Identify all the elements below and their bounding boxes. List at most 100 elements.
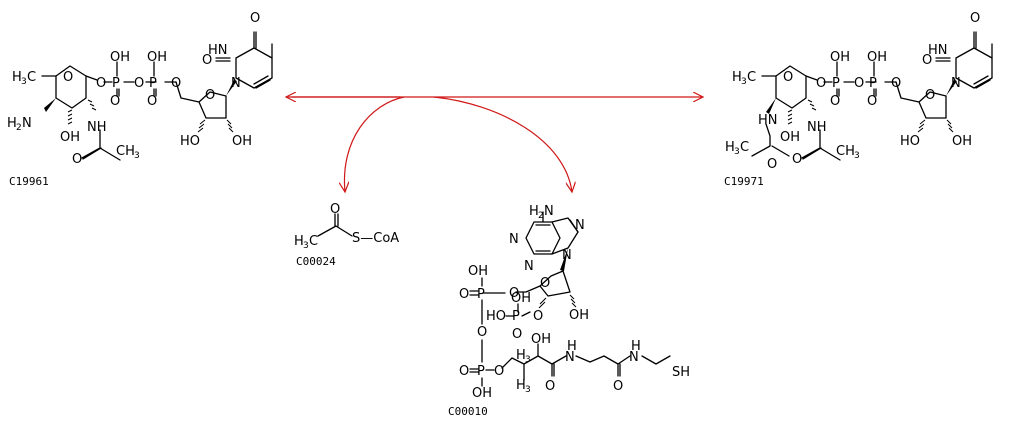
svg-text:NH: NH: [807, 120, 827, 135]
svg-text:P: P: [149, 76, 157, 91]
svg-text:O: O: [63, 70, 73, 85]
svg-text:HO: HO: [180, 134, 200, 149]
compound-c00024: [317, 213, 353, 237]
svg-text:2: 2: [538, 211, 544, 221]
svg-text:HO: HO: [486, 309, 506, 324]
svg-text:3: 3: [303, 241, 309, 251]
compound-c00010: [469, 211, 671, 387]
svg-text:P: P: [869, 76, 877, 91]
svg-text:O: O: [767, 157, 777, 172]
svg-text:O: O: [512, 327, 522, 342]
svg-text:C: C: [740, 140, 749, 155]
svg-text:O: O: [867, 94, 877, 109]
svg-text:O: O: [854, 76, 864, 91]
svg-text:O: O: [533, 309, 543, 324]
svg-text:N: N: [575, 218, 585, 233]
svg-text:3: 3: [525, 355, 531, 365]
svg-text:SH: SH: [672, 365, 690, 380]
svg-text:OH: OH: [60, 130, 80, 145]
svg-text:O: O: [613, 379, 623, 394]
svg-text:H: H: [12, 70, 22, 85]
svg-text:O: O: [922, 53, 932, 68]
compound-label: C19961: [9, 175, 49, 188]
atoms-c00010: H 2 N N N N N O OH O O P HO OH O OH O P …: [459, 204, 690, 401]
svg-text:HN: HN: [208, 43, 228, 58]
svg-text:HO: HO: [900, 134, 920, 149]
svg-text:C: C: [309, 234, 318, 249]
svg-text:OH: OH: [830, 50, 850, 65]
svg-text:P: P: [477, 364, 485, 379]
svg-text:O: O: [477, 325, 487, 340]
svg-text:O: O: [459, 287, 469, 302]
svg-text:O: O: [110, 94, 120, 109]
svg-text:O: O: [540, 276, 550, 291]
svg-text:O: O: [72, 152, 82, 167]
svg-text:CH: CH: [836, 144, 855, 159]
svg-text:H: H: [567, 339, 577, 354]
svg-text:N: N: [951, 76, 961, 91]
svg-text:OH: OH: [780, 130, 800, 145]
svg-text:O: O: [171, 76, 181, 91]
svg-text:N: N: [231, 76, 241, 91]
svg-text:O: O: [459, 364, 469, 379]
svg-text:P: P: [477, 287, 485, 302]
svg-text:H: H: [516, 378, 526, 393]
compound-label: C00024: [296, 255, 336, 268]
svg-text:P: P: [112, 76, 120, 91]
svg-text:OH: OH: [147, 50, 167, 65]
side-arrow-coa: [433, 96, 572, 192]
svg-text:S—CoA: S—CoA: [352, 231, 399, 246]
svg-text:OH: OH: [531, 332, 551, 347]
compound-label: C19971: [724, 175, 764, 188]
svg-text:OH: OH: [511, 291, 531, 306]
svg-text:O: O: [134, 76, 144, 91]
svg-text:O: O: [96, 76, 106, 91]
svg-text:OH: OH: [472, 386, 492, 401]
svg-text:O: O: [925, 88, 935, 103]
svg-text:O: O: [891, 76, 901, 91]
atoms-c00024: H 3 C O S—CoA: [294, 202, 399, 251]
svg-text:C: C: [747, 70, 756, 85]
svg-text:OH: OH: [110, 50, 130, 65]
svg-text:O: O: [792, 152, 802, 167]
svg-text:N: N: [22, 116, 32, 131]
svg-text:H: H: [725, 140, 735, 155]
svg-text:3: 3: [525, 385, 531, 395]
svg-text:H: H: [516, 348, 526, 363]
svg-text:H: H: [631, 339, 641, 354]
svg-text:N: N: [565, 350, 575, 365]
svg-text:O: O: [147, 94, 157, 109]
svg-text:N: N: [562, 248, 572, 263]
svg-text:CH: CH: [116, 144, 135, 159]
atoms-c19971: H 3 C O HN H 3 C O OH NH O CH 3 O P OH O…: [725, 11, 980, 172]
svg-text:3: 3: [734, 147, 740, 157]
svg-text:3: 3: [21, 77, 27, 87]
svg-text:NH: NH: [87, 120, 107, 135]
svg-text:3: 3: [741, 77, 747, 87]
svg-text:P: P: [832, 76, 840, 91]
svg-text:HN: HN: [758, 113, 778, 128]
svg-text:N: N: [524, 259, 534, 274]
svg-text:O: O: [816, 76, 826, 91]
compound-label: C00010: [448, 405, 488, 418]
svg-text:N: N: [509, 232, 519, 247]
svg-text:O: O: [970, 11, 980, 26]
svg-text:2: 2: [16, 123, 22, 133]
svg-text:H: H: [7, 116, 17, 131]
svg-text:3: 3: [134, 151, 140, 161]
svg-text:O: O: [202, 53, 212, 68]
svg-text:OH: OH: [569, 308, 589, 323]
svg-text:OH: OH: [232, 134, 252, 149]
svg-text:3: 3: [854, 151, 860, 161]
svg-text:O: O: [545, 379, 555, 394]
svg-text:O: O: [830, 94, 840, 109]
svg-text:H: H: [529, 204, 539, 219]
svg-text:OH: OH: [867, 50, 887, 65]
svg-text:H: H: [294, 234, 304, 249]
svg-text:O: O: [509, 286, 519, 301]
svg-text:C: C: [27, 70, 36, 85]
svg-text:N: N: [544, 204, 554, 219]
atoms-c19961: H 3 C O H 2 N OH NH O CH 3 O P OH O O P …: [7, 11, 260, 167]
compound-c19961: [41, 31, 273, 161]
